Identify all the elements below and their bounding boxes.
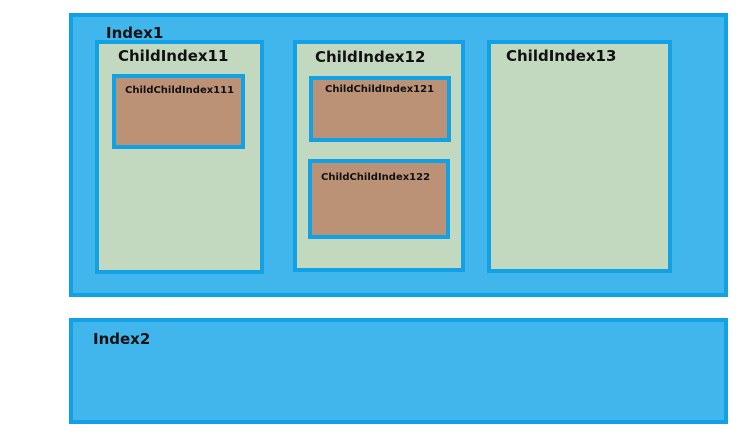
grandchild-index111-label: ChildChildIndex111 bbox=[125, 85, 235, 96]
index2-box bbox=[69, 318, 728, 424]
index1-label: Index1 bbox=[106, 24, 164, 42]
grandchild-index111-box bbox=[112, 74, 245, 149]
child-index12-label: ChildIndex12 bbox=[315, 48, 426, 66]
child-index13-box bbox=[487, 40, 672, 273]
grandchild-index121-label: ChildChildIndex121 bbox=[325, 84, 435, 95]
grandchild-index121-box bbox=[309, 76, 451, 142]
child-index13-label: ChildIndex13 bbox=[506, 47, 617, 65]
child-index11-label: ChildIndex11 bbox=[118, 47, 229, 65]
index2-label: Index2 bbox=[93, 330, 151, 348]
grandchild-index122-box bbox=[308, 159, 450, 239]
grandchild-index122-label: ChildChildIndex122 bbox=[321, 172, 431, 183]
